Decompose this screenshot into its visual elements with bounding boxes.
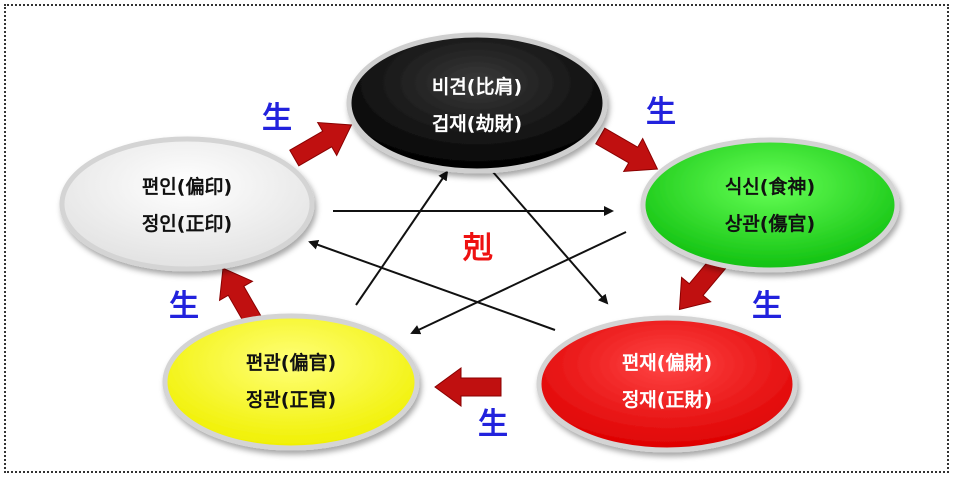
node-left-line1: 편인(偏印) [142, 175, 232, 198]
node-left-line2: 정인(正印) [142, 213, 232, 235]
control-arrow-right-to-bottom-left [410, 231, 627, 335]
control-arrow-top-to-bottom-right [492, 171, 609, 305]
generation-labels: 生 生 生 生 生 [169, 95, 782, 442]
node-top-line1: 비견(比肩) [432, 75, 522, 98]
node-bottom-right [536, 315, 798, 453]
generation-label-left: 生 [169, 289, 199, 324]
control-label: 剋 [462, 231, 493, 266]
generation-arrow-bottom-left-to-left [218, 267, 262, 326]
node-bottom-right-line2: 정재(正財) [622, 388, 712, 411]
generation-arrows [218, 121, 727, 407]
node-right-line1: 식신(食神) [725, 175, 815, 198]
generation-arrow-top-to-right [595, 127, 659, 173]
node-top-line2: 겁재(劫財) [432, 112, 522, 135]
control-arrow-bottom-right-to-left [308, 239, 556, 331]
node-bottom-right-line1: 편재(偏財) [622, 351, 712, 374]
node-bottom-left-line1: 편관(偏官) [246, 351, 336, 374]
generation-label-right: 生 [752, 289, 782, 324]
control-arrow-bottom-left-to-top [355, 170, 449, 306]
node-top [346, 32, 608, 174]
node-bottom-left [162, 313, 420, 451]
generation-label-top-left: 生 [262, 101, 292, 136]
node-left [59, 136, 315, 272]
node-right-line2: 상관(傷官) [725, 212, 815, 235]
generation-label-top-right: 生 [646, 95, 676, 130]
generation-arrow-left-to-top [289, 121, 353, 167]
generation-label-bottom: 生 [478, 407, 508, 442]
generation-arrow-bottom-right-to-bottom-left [434, 367, 502, 407]
node-right [640, 137, 900, 273]
control-arrows [308, 170, 627, 335]
dotted-frame [4, 4, 949, 473]
node-bottom-left-line2: 정관(正官) [246, 388, 336, 411]
